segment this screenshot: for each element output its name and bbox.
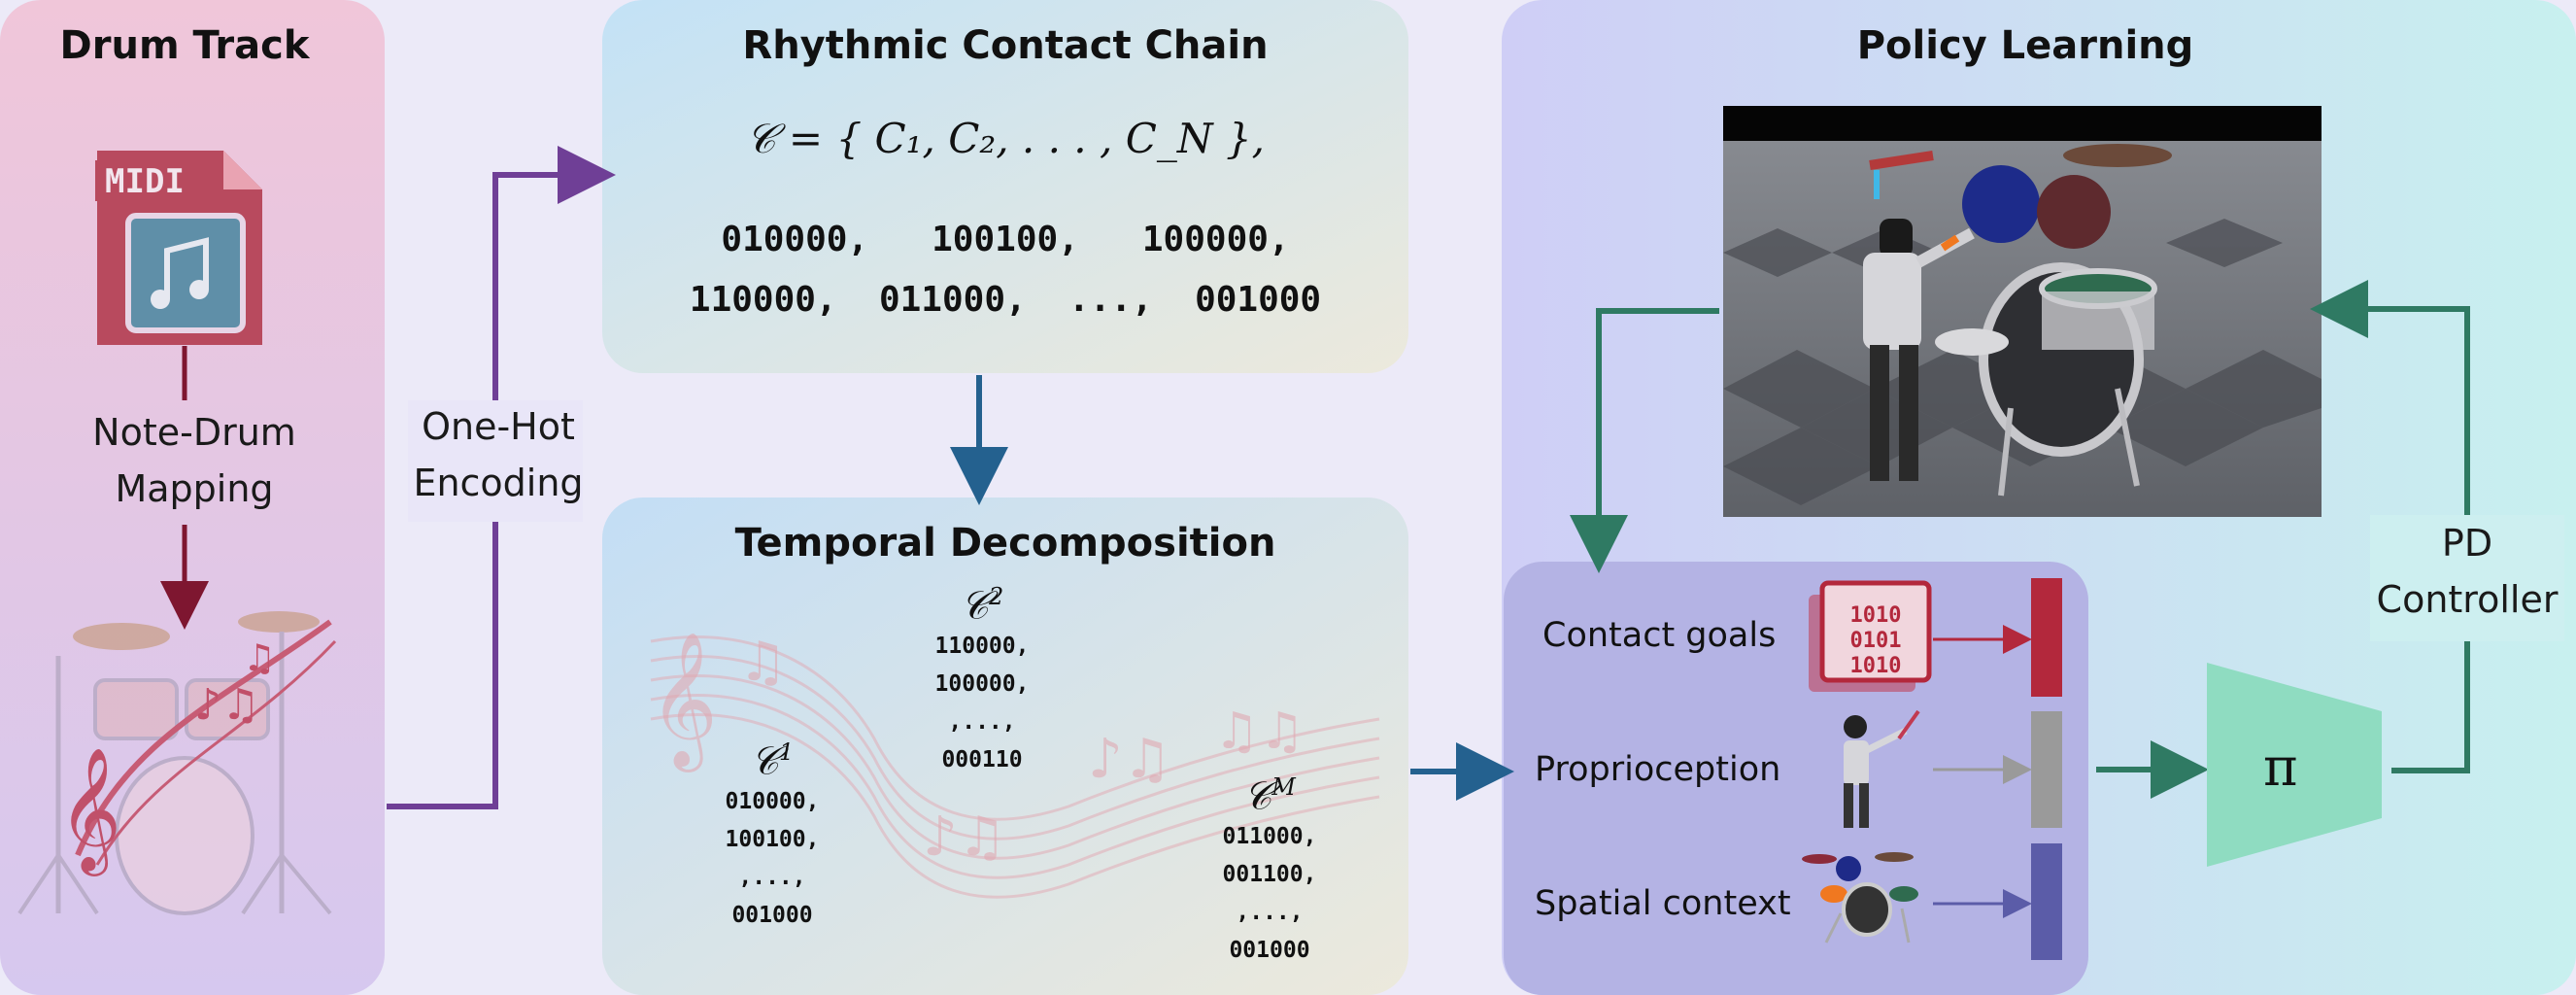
one-hot-line1: One-Hot bbox=[422, 405, 575, 448]
segment-symbol-2: 𝒞 bbox=[960, 583, 989, 629]
segment-superscript-2: 2 bbox=[988, 583, 1004, 610]
segment-symbol-1: 𝒞 bbox=[750, 738, 779, 784]
music-staff-decoration bbox=[650, 635, 1380, 899]
one-hot-line2: Encoding bbox=[413, 462, 584, 504]
inputs-box bbox=[1504, 562, 2088, 995]
contact-goals-icon: 1010 0101 1010 bbox=[1809, 580, 1932, 692]
note-drum-mapping-label: Note-Drum Mapping bbox=[39, 404, 350, 517]
segment-2-line-4: 000110 bbox=[941, 747, 1023, 773]
segment-superscript-1: 1 bbox=[778, 738, 795, 766]
one-hot-encoding-label: One-Hot Encoding bbox=[396, 398, 600, 511]
segment-2-line-3: ,..., bbox=[948, 709, 1016, 736]
pd-controller-line1: PD bbox=[2441, 522, 2493, 565]
svg-text:♪♫: ♪♫ bbox=[923, 806, 1006, 869]
midi-file-icon: MIDI bbox=[95, 151, 262, 345]
contact-goals-label: Contact goals bbox=[1542, 616, 1777, 655]
spatial-context-bar bbox=[2031, 843, 2062, 960]
segment-m-line-2: 001100, bbox=[1222, 862, 1317, 888]
svg-text:1010: 1010 bbox=[1850, 603, 1902, 628]
segment-label-1: 𝒞1 bbox=[699, 738, 845, 783]
pd-controller-line2: Controller bbox=[2376, 578, 2559, 621]
segment-label-m: 𝒞M bbox=[1197, 773, 1342, 818]
proprioception-bar bbox=[2031, 711, 2062, 828]
note-drum-mapping-line1: Note-Drum bbox=[92, 411, 296, 454]
contact-chain-panel bbox=[602, 0, 1408, 373]
contact-chain-row1: 010000, 100100, 100000, bbox=[721, 220, 1290, 259]
svg-text:♪♫: ♪♫ bbox=[1088, 728, 1171, 791]
policy-symbol: π bbox=[2263, 737, 2298, 798]
segment-m-line-3: ,..., bbox=[1236, 900, 1304, 926]
drum-kit-illustration: 𝄞 ♪♫ ♫ bbox=[17, 611, 337, 915]
svg-text:♪♫: ♪♫ bbox=[194, 680, 260, 730]
svg-text:0101: 0101 bbox=[1850, 629, 1902, 653]
policy-learning-title: Policy Learning bbox=[1856, 23, 2194, 68]
segment-1-line-3: ,..., bbox=[738, 865, 806, 891]
segment-m-line-4: 001000 bbox=[1229, 938, 1310, 964]
segment-2-line-1: 110000, bbox=[934, 634, 1030, 660]
pd-controller-label: PD Controller bbox=[2360, 515, 2574, 628]
svg-text:♫♫: ♫♫ bbox=[1214, 703, 1305, 761]
drum-track-title: Drum Track bbox=[59, 23, 310, 68]
midi-icon-label: MIDI bbox=[105, 162, 185, 201]
svg-text:𝄞: 𝄞 bbox=[649, 632, 718, 772]
temporal-panel bbox=[602, 498, 1408, 995]
svg-text:♫: ♫ bbox=[243, 636, 276, 679]
segment-symbol-m: 𝒞 bbox=[1243, 773, 1272, 819]
policy-network-shape bbox=[2207, 663, 2382, 867]
segment-group-1: 𝒞1 010000, 100100, ,..., 001000 bbox=[699, 738, 845, 935]
contact-chain-row2: 110000, 011000, ..., 001000 bbox=[689, 280, 1322, 320]
segment-m-line-1: 011000, bbox=[1222, 824, 1317, 850]
svg-text:♫: ♫ bbox=[738, 631, 787, 694]
segment-1-line-1: 010000, bbox=[725, 789, 820, 815]
svg-text:𝄞: 𝄞 bbox=[58, 746, 121, 876]
segment-bits-1: 010000, 100100, ,..., 001000 bbox=[699, 783, 845, 935]
spatial-context-icon bbox=[1802, 852, 1918, 944]
simulation-render bbox=[1723, 106, 2322, 517]
note-drum-mapping-line2: Mapping bbox=[115, 467, 274, 510]
segment-superscript-m: M bbox=[1271, 773, 1296, 801]
proprioception-icon bbox=[1844, 709, 1920, 828]
contact-goals-bar bbox=[2031, 578, 2062, 697]
spatial-context-label: Spatial context bbox=[1535, 884, 1791, 923]
segment-1-line-4: 001000 bbox=[731, 903, 813, 929]
svg-text:1010: 1010 bbox=[1850, 654, 1902, 678]
segment-group-m: 𝒞M 011000, 001100, ,..., 001000 bbox=[1197, 773, 1342, 970]
proprioception-label: Proprioception bbox=[1535, 750, 1781, 789]
drum-track-panel bbox=[0, 0, 385, 995]
temporal-decomposition-title: Temporal Decomposition bbox=[734, 521, 1276, 566]
contact-chain-formula: 𝒞 = { C₁, C₂, . . . , C_N }, bbox=[745, 115, 1266, 162]
segment-label-2: 𝒞2 bbox=[909, 583, 1055, 628]
segment-group-2: 𝒞2 110000, 100000, ,..., 000110 bbox=[909, 583, 1055, 779]
segment-1-line-2: 100100, bbox=[725, 827, 820, 853]
segment-bits-m: 011000, 001100, ,..., 001000 bbox=[1197, 818, 1342, 970]
segment-bits-2: 110000, 100000, ,..., 000110 bbox=[909, 628, 1055, 779]
segment-2-line-2: 100000, bbox=[934, 671, 1030, 698]
contact-chain-title: Rhythmic Contact Chain bbox=[742, 23, 1269, 68]
